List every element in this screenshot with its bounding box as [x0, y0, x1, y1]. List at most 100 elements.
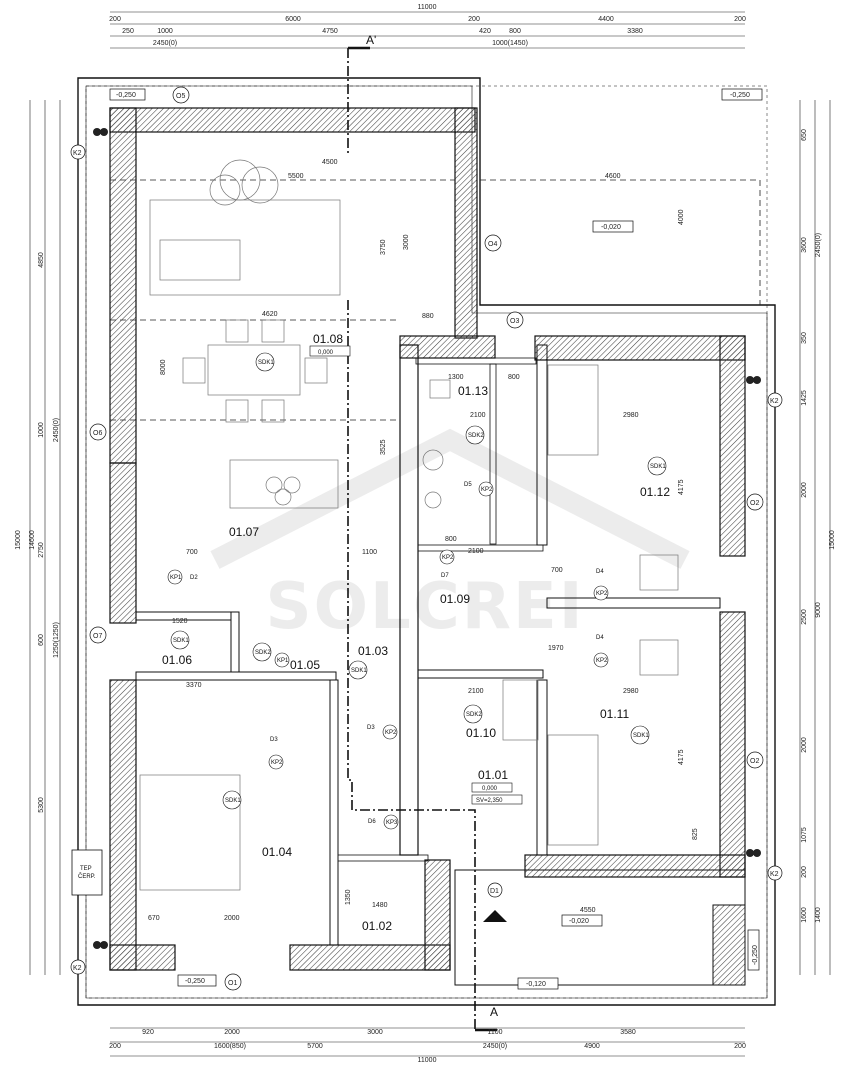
axis-o3: O3 [510, 318, 519, 325]
dim-interior: 3370 [186, 682, 202, 689]
dim-interior: 1970 [548, 645, 564, 652]
symbol-sdk1: SDK1 [225, 798, 241, 804]
level-top-left: -0,250 [116, 92, 136, 99]
dim-right: 350 [801, 332, 808, 344]
kitchen-island-icon [229, 459, 339, 509]
symbol-d3: D3 [367, 725, 375, 731]
heat-pump-label-1: TEP [80, 866, 92, 872]
overhangs [110, 179, 761, 421]
shower-icon [502, 679, 539, 741]
bottom-dimensions: 920 2000 3000 1100 3580 200 1600(850) 57… [109, 1029, 746, 1064]
dim-left: 1250(1250) [53, 622, 60, 658]
room-area-0101: 0,000 [482, 786, 498, 792]
axis-o2: O2 [750, 500, 759, 507]
dim-left: 600 [38, 634, 45, 646]
section-mark-top: A' [366, 33, 376, 47]
room-label-0104: 01.04 [262, 845, 292, 859]
axis-k2-se: K2 [770, 871, 779, 878]
furniture [139, 159, 679, 891]
axis-k2-nw: K2 [73, 150, 82, 157]
dim-top: 200 [468, 16, 480, 23]
dim-bottom: 2450(0) [483, 1043, 507, 1050]
entry-arrow-icon [483, 910, 507, 922]
dim-interior: 3525 [380, 439, 387, 455]
symbol-kp3: KP3 [386, 820, 398, 826]
dim-interior: 2980 [623, 412, 639, 419]
axis-o5: O5 [176, 93, 185, 100]
heat-pump-box: TEP ČERP. [71, 849, 103, 896]
dim-bottom: 920 [142, 1029, 154, 1036]
axis-o7: O7 [93, 633, 102, 640]
dim-top: 4400 [598, 16, 614, 23]
bed-icon [139, 774, 241, 891]
equipment-symbols: SDK1 SDK1 SDK1 SDK1 SDK1 SDK1 SDK2 SDK2 … [167, 352, 666, 830]
heat-pump-label-2: ČERP. [78, 873, 96, 880]
axis-o6: O6 [93, 430, 102, 437]
toilet-icon [422, 449, 444, 471]
room-labels: 01.08 0,000 01.07 01.13 01.12 01.09 01.0… [162, 332, 670, 933]
dim-interior: 880 [422, 313, 434, 320]
dim-interior: 1100 [362, 549, 377, 556]
room-label-0107: 01.07 [229, 525, 259, 539]
dim-right: 1425 [801, 390, 808, 406]
dim-bottom-overall: 11000 [418, 1057, 437, 1064]
watermark-text: SOLCREI [265, 570, 584, 644]
dim-interior: 4000 [678, 209, 685, 225]
dim-interior: 670 [148, 915, 160, 922]
level-terrace: -0,020 [601, 224, 621, 231]
dim-interior: 4500 [322, 159, 338, 166]
walls [109, 107, 746, 986]
dim-interior: 2100 [470, 412, 486, 419]
symbol-sdk1: SDK1 [258, 360, 274, 366]
room-label-0112: 01.12 [640, 485, 670, 499]
level-marks: -0,250 -0,250 -0,020 -0,250 -0,020 -0,12… [109, 88, 763, 990]
room-label-0106: 01.06 [162, 653, 192, 667]
dim-interior: 3000 [403, 234, 410, 250]
dim-interior: 4175 [678, 749, 685, 765]
symbol-sdk2: SDK2 [255, 650, 271, 656]
symbol-d4: D4 [596, 635, 604, 641]
symbol-kp2: KP2 [481, 487, 493, 493]
axis-d1: D1 [490, 888, 499, 895]
dim-bottom: 3580 [620, 1029, 636, 1036]
symbol-kp2: KP2 [442, 555, 454, 561]
symbol-d4: D4 [596, 569, 604, 575]
bed-icon-3 [547, 734, 599, 846]
section-mark-bottom: A [490, 1005, 498, 1019]
axis-k2-sw: K2 [73, 965, 82, 972]
level-entry: -0,020 [569, 918, 589, 925]
dim-bottom: 200 [734, 1043, 746, 1050]
dim-interior: 800 [445, 536, 457, 543]
dim-interior: 2000 [224, 915, 240, 922]
interior-dimensions: 4500 5500 4600 4000 3750 3000 4620 8000 … [148, 159, 699, 922]
left-dimensions: 4850 1000 2750 600 5300 15000 14600 2450… [15, 252, 60, 813]
room-label-0101: 01.01 [478, 768, 508, 782]
symbol-d2: D2 [190, 575, 198, 581]
dim-top: 2450(0) [153, 40, 177, 47]
dim-right: 200 [801, 866, 808, 878]
dim-interior: 4550 [580, 907, 596, 914]
symbol-kp2: KP2 [596, 591, 608, 597]
level-bottom-mid: -0,120 [526, 981, 546, 988]
dim-bottom: 1100 [487, 1029, 502, 1036]
dim-left: 1000 [38, 422, 45, 438]
room-sv-0101: SV=2,350 [476, 798, 503, 804]
room-label-0103: 01.03 [358, 644, 388, 658]
symbol-kp1: KP1 [170, 575, 182, 581]
plot-boundary [77, 77, 776, 1006]
dim-top: 200 [109, 16, 121, 23]
dim-right: 9000 [815, 602, 822, 618]
dim-right: 15000 [829, 530, 836, 550]
symbol-sdk1: SDK1 [633, 733, 649, 739]
dim-top: 420 [479, 28, 491, 35]
room-label-0105: 01.05 [290, 658, 320, 672]
dim-bottom: 2000 [224, 1029, 240, 1036]
dim-top-overall: 11000 [418, 4, 437, 11]
room-label-0108: 01.08 [313, 332, 343, 346]
dim-right: 1400 [815, 907, 822, 923]
dim-left: 15000 [15, 530, 22, 550]
dim-right: 2450(0) [815, 233, 822, 257]
right-dimensions: 650 3600 350 1425 2000 2500 2000 1075 20… [801, 129, 836, 923]
watermark-roof [210, 428, 690, 569]
